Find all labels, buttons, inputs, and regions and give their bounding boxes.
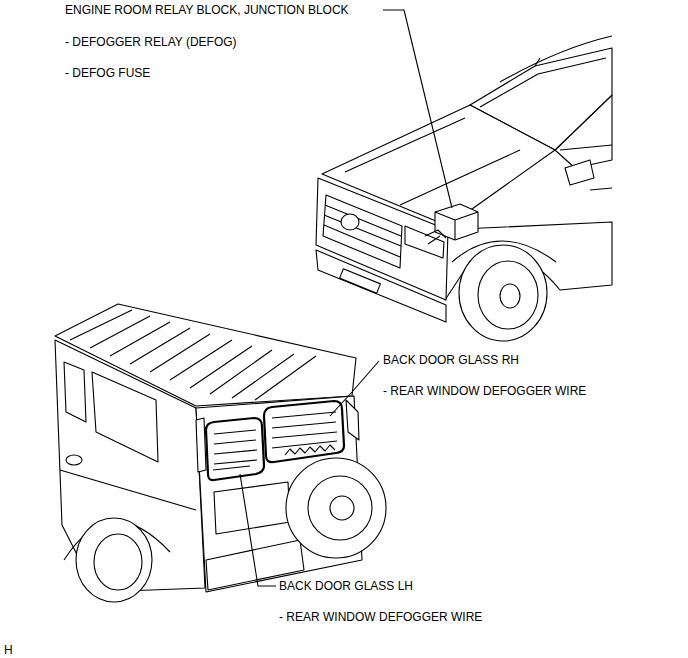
sub-part-label: - DEFOGGER RELAY (DEFOG) — [64, 35, 238, 49]
leader-line — [330, 361, 379, 416]
figure-code: H — [3, 643, 14, 657]
sub-part-label: - REAR WINDOW DEFOGGER WIRE — [278, 610, 483, 624]
part-label: BACK DOOR GLASS LH — [278, 579, 414, 593]
front-vehicle — [316, 36, 612, 341]
leader-line — [383, 10, 452, 208]
sub-part-label: - DEFOG FUSE — [64, 66, 151, 80]
rear-vehicle — [55, 304, 386, 602]
part-label: BACK DOOR GLASS RH — [382, 353, 520, 367]
part-label: ENGINE ROOM RELAY BLOCK, JUNCTION BLOCK — [64, 3, 350, 17]
sub-part-label: - REAR WINDOW DEFOGGER WIRE — [382, 384, 587, 398]
leader-line — [240, 474, 276, 586]
